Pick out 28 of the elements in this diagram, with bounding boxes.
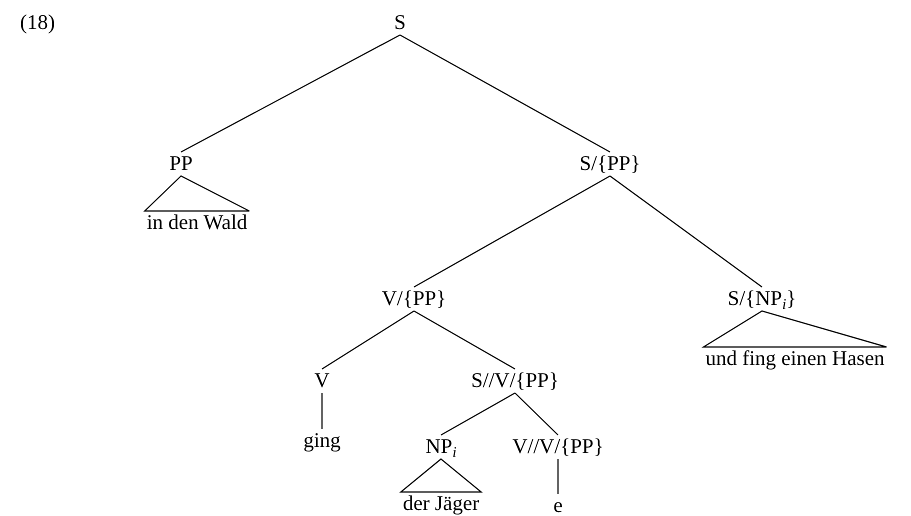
tree-node-label: S/{PP}	[579, 151, 641, 175]
tree-node-label: e	[553, 493, 563, 516]
tree-branch	[440, 392, 516, 436]
tree-node-label: der Jäger	[402, 491, 480, 515]
tree-node-label: in den Wald	[146, 210, 248, 234]
subtree-triangle	[143, 175, 250, 212]
tree-branch	[180, 34, 400, 153]
tree-node-label: ging	[303, 428, 341, 452]
tree-branch	[414, 175, 610, 288]
tree-node-label: V//V/{PP}	[512, 434, 604, 458]
tree-branch	[610, 176, 762, 288]
tree-node-label: NP$_{i}$	[425, 434, 457, 458]
subtree-triangle	[701, 310, 888, 348]
tree-node-label: S/{NP$_{i}$}	[728, 286, 796, 310]
tree-node-label: S	[394, 10, 406, 34]
tree-branch	[514, 392, 558, 436]
tree-node-label: S//V/{PP}	[471, 368, 559, 392]
tree-node-label: und fing einen Hasen	[705, 346, 885, 370]
tree-node-label: PP	[169, 151, 193, 175]
subtree-triangle	[399, 458, 483, 493]
example-number: (18)	[20, 9, 55, 35]
tree-branch	[414, 310, 516, 370]
tree-branch	[400, 34, 610, 153]
tree-node-label: V/{PP}	[382, 286, 446, 310]
tree-branch	[322, 310, 414, 370]
tree-branch	[321, 393, 323, 429]
tree-node-label: V	[314, 368, 330, 392]
tree-branch	[557, 459, 559, 494]
